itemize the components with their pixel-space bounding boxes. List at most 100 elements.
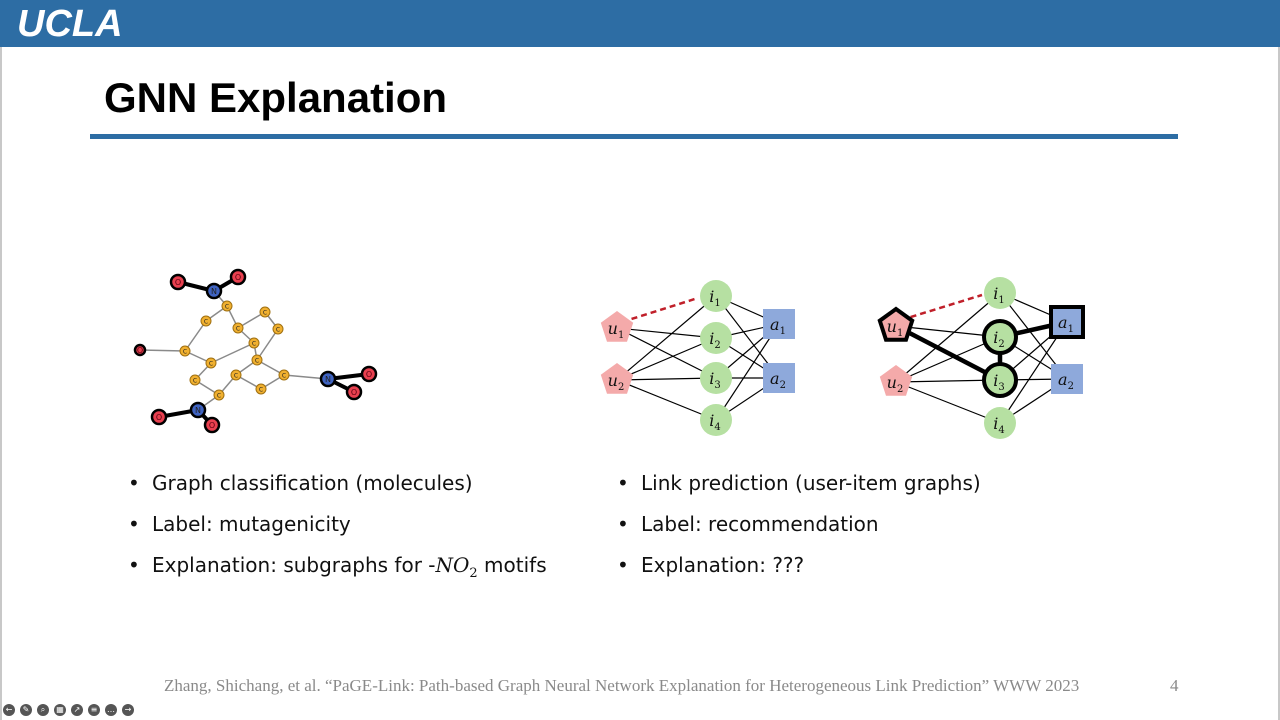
atom-circle: [319, 370, 337, 388]
pointer-icon[interactable]: ↗: [71, 704, 83, 716]
node-label: i1: [709, 287, 721, 309]
node-label: i4: [993, 414, 1005, 436]
oxygen-atom: O: [345, 383, 363, 401]
molecule-bond: [256, 328, 279, 361]
bullet-text: Explanation: subgraphs for -: [152, 553, 436, 577]
atom-circle: [169, 273, 187, 291]
graph-node-a1: a1: [1049, 305, 1085, 339]
header-bar: UCLA: [0, 0, 1280, 47]
atom-circle: [251, 354, 263, 366]
atom-circle: [189, 401, 207, 419]
item-node-shape: [984, 277, 1016, 309]
bullet-list-left: Graph classification (molecules) Label: …: [128, 469, 547, 592]
atom-label: C: [255, 358, 259, 365]
carbon-atom: C: [200, 315, 212, 327]
graph-node-i4: i4: [700, 404, 732, 436]
forward-arrow-icon[interactable]: →: [122, 704, 134, 716]
bullet-explanation-unknown: Explanation: ???: [617, 551, 981, 592]
node-label: i1: [993, 284, 1005, 306]
atom-circle: [203, 416, 221, 434]
atom-circle: [205, 357, 217, 369]
atom-circle: [255, 383, 267, 395]
attribute-node-shape: [763, 363, 795, 393]
explanation-path-edge: [894, 324, 1002, 382]
atom-label: O: [137, 346, 143, 355]
item-node-shape: [700, 280, 732, 312]
user-node-shape: [879, 365, 913, 396]
item-node-shape: [982, 319, 1018, 355]
graph-edge: [715, 323, 780, 421]
atom-circle: [230, 369, 242, 381]
atom-label: C: [263, 310, 267, 317]
atom-circle: [150, 408, 168, 426]
atom-circle: [221, 300, 233, 312]
presenter-toolbar: ← ✎ ⌕ ▦ ↗ ≡ … →: [3, 704, 134, 716]
graph-edge: [616, 295, 717, 381]
atom-label: N: [195, 406, 201, 415]
bullet-explanation-subgraphs: Explanation: subgraphs for -NO2 motifs: [128, 551, 547, 592]
atom-circle: [205, 282, 223, 300]
atom-label: C: [236, 326, 240, 333]
graph-node-i1: i1: [700, 280, 732, 312]
graph-edge: [895, 381, 1001, 424]
carbon-atom: C: [232, 322, 244, 334]
atom-label: C: [193, 378, 197, 385]
carbon-atom: C: [230, 369, 242, 381]
graph-node-u1: u1: [600, 311, 634, 342]
nitrogen-atom: N: [319, 370, 337, 388]
atom-label: C: [209, 361, 213, 368]
atom-label: C: [259, 387, 263, 394]
nitrogen-atom: N: [205, 282, 223, 300]
graph-node-a2: a2: [1051, 364, 1083, 394]
atom-circle: [272, 323, 284, 335]
more-icon[interactable]: …: [105, 704, 117, 716]
graph-edge: [616, 379, 717, 421]
carbon-atom: C: [259, 306, 271, 318]
carbon-atom: C: [189, 374, 201, 386]
no2-formula: NO2: [435, 553, 478, 581]
atom-circle: [189, 374, 201, 386]
atom-circle: [200, 315, 212, 327]
bullet-label-recommendation: Label: recommendation: [617, 510, 981, 551]
node-label: i4: [709, 411, 721, 433]
ucla-logo: UCLA: [17, 3, 123, 45]
carbon-atom: C: [179, 345, 191, 357]
graph-node-a2: a2: [763, 363, 795, 393]
carbon-atom: C: [278, 369, 290, 381]
zoom-icon[interactable]: ⌕: [37, 704, 49, 716]
graph-edge: [616, 327, 717, 339]
atom-label: C: [276, 327, 280, 334]
atom-circle: [179, 345, 191, 357]
atom-circle: [360, 365, 378, 383]
atom-circle: [278, 369, 290, 381]
atom-label: O: [175, 278, 181, 287]
item-node-shape: [982, 362, 1018, 398]
back-arrow-icon[interactable]: ←: [3, 704, 15, 716]
captions-icon[interactable]: ≡: [88, 704, 100, 716]
item-node-shape: [984, 407, 1016, 439]
graph-node-a1: a1: [763, 309, 795, 339]
graph-edge: [895, 336, 1001, 383]
oxygen-atom: O: [360, 365, 378, 383]
slides-icon[interactable]: ▦: [54, 704, 66, 716]
carbon-atom: C: [251, 354, 263, 366]
node-label: i3: [993, 371, 1005, 393]
item-node-shape: [700, 404, 732, 436]
user-node-shape: [877, 306, 915, 342]
carbon-atom: C: [213, 389, 225, 401]
item-node-shape: [700, 362, 732, 394]
atom-label: C: [282, 373, 286, 380]
pen-icon[interactable]: ✎: [20, 704, 32, 716]
node-label: i2: [993, 328, 1005, 350]
slide-right-border: [1278, 47, 1280, 720]
atom-circle: [248, 337, 260, 349]
molecule-bond: [139, 349, 186, 352]
oxygen-atom: O: [169, 273, 187, 291]
atom-label: O: [209, 421, 215, 430]
molecule-bond: [184, 320, 207, 352]
graph-node-i3: i3: [982, 362, 1018, 398]
formula-base: NO: [435, 553, 470, 577]
